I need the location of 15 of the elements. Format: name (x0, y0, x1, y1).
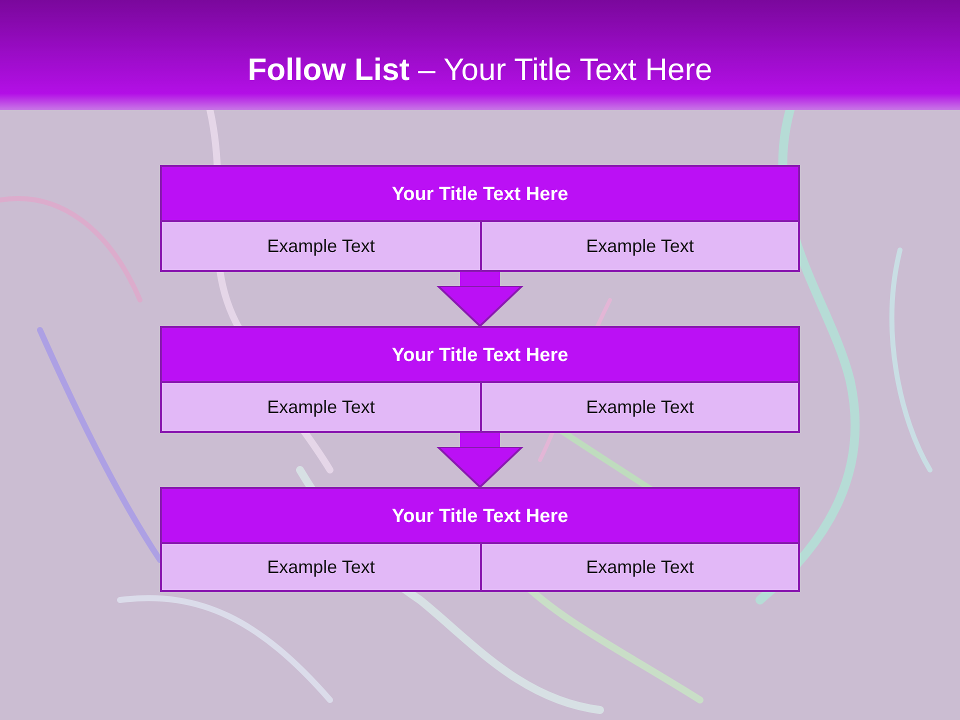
slide-title: Follow List – Your Title Text Here (246, 52, 714, 88)
box-title: Your Title Text Here (390, 344, 570, 368)
box-title: Your Title Text Here (390, 505, 570, 529)
text-cell: Example Text (160, 542, 482, 592)
process-box (160, 326, 800, 433)
text-cell: Example Text (480, 381, 800, 433)
text-cell: Example Text (480, 542, 800, 592)
block-arrow (437, 270, 523, 327)
text-cell: Example Text (480, 220, 800, 272)
process-box (160, 487, 800, 592)
text-cell: Example Text (160, 220, 482, 272)
process-box (160, 165, 800, 272)
box-title: Your Title Text Here (390, 183, 570, 207)
block-arrow (437, 431, 523, 488)
text-cell: Example Text (160, 381, 482, 433)
